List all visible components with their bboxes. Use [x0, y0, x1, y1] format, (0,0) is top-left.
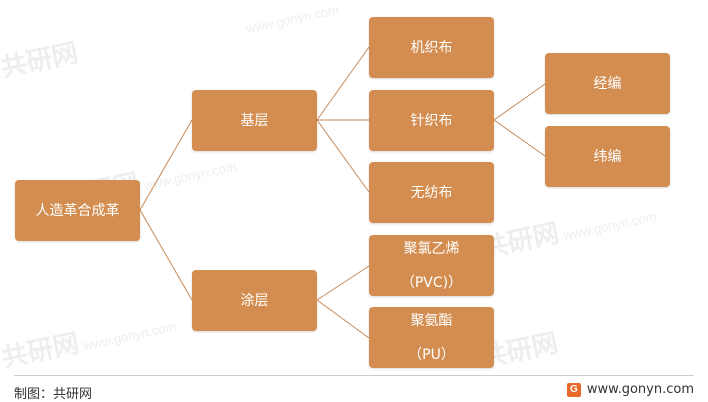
connector-root-base	[139, 119, 193, 211]
node-weft-knit: 纬编	[545, 126, 670, 187]
node-nonwoven-fabric: 无纺布	[369, 162, 494, 223]
gonyn-logo-icon: G	[566, 382, 581, 397]
connector-base-nonwoven	[316, 119, 370, 193]
node-pu: 聚氨酯 （PU）	[369, 307, 494, 368]
footer-divider	[14, 375, 694, 376]
connector-knitted-weft	[493, 119, 546, 157]
footer-website: G www.gonyn.com	[566, 382, 694, 397]
node-base-layer: 基层	[192, 90, 317, 151]
node-knitted-fabric: 针织布	[369, 90, 494, 151]
footer-website-text: www.gonyn.com	[586, 382, 694, 397]
node-coating: 涂层	[192, 270, 317, 331]
connector-coating-pvc	[316, 265, 370, 301]
footer-source: 制图：共研网	[14, 387, 93, 402]
node-pvc: 聚氯乙烯 （PVC)）	[369, 235, 494, 296]
connector-knitted-warp	[493, 83, 546, 121]
connector-coating-pu	[316, 299, 370, 339]
connector-base-woven	[316, 46, 370, 121]
node-warp-knit: 经编	[545, 53, 670, 114]
node-woven-fabric: 机织布	[369, 17, 494, 78]
node-root: 人造革合成革	[15, 180, 140, 241]
connector-root-coating	[139, 209, 193, 301]
